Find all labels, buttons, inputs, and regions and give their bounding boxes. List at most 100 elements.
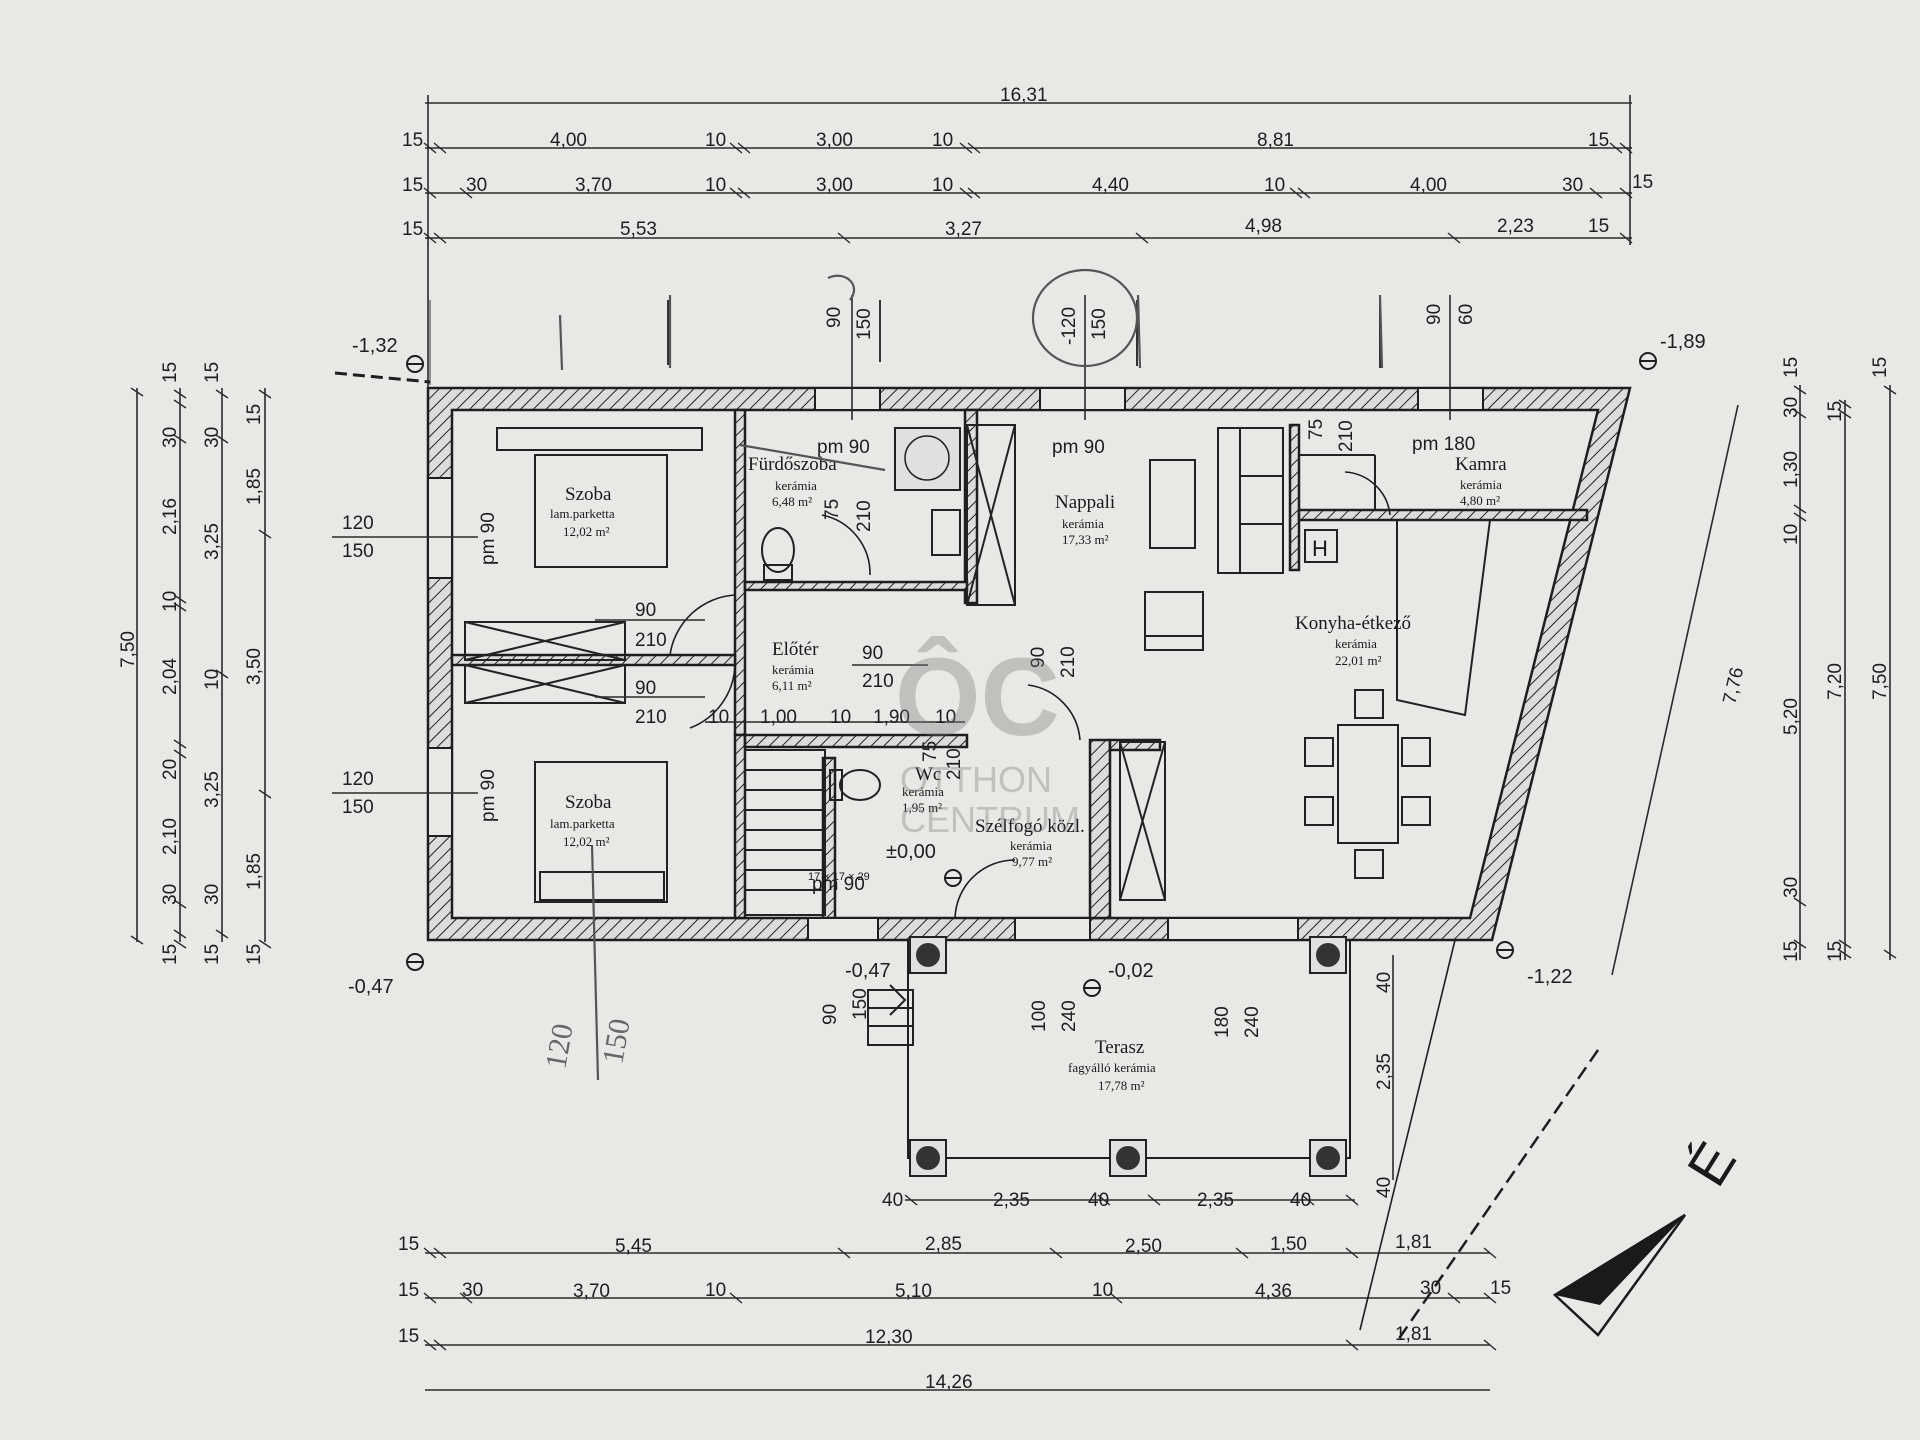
sink-icon [931, 509, 961, 556]
dim-right-a-3: 10 [1781, 524, 1802, 545]
pencil-note: 120 [539, 1021, 579, 1071]
room-szelfogo-area: 9,77 m² [1012, 854, 1052, 869]
dim-top-r3-9: 30 [1562, 175, 1583, 196]
dim-bot-r2-2: 3,70 [573, 1281, 610, 1302]
dim-left-x-4: 15 [244, 944, 265, 965]
dim-right-a-4: 5,20 [1781, 698, 1802, 735]
dim-terr-1: 2,35 [993, 1190, 1030, 1211]
toilet-icon [761, 527, 795, 573]
doors [669, 471, 1391, 919]
door-label: 210 [862, 671, 894, 692]
bed-1 [534, 454, 668, 568]
window-label: 150 [342, 797, 374, 818]
room-furdo-area: 6,48 m² [772, 494, 812, 509]
corridor-dim: 1,00 [760, 707, 797, 728]
parapet-label: pm 90 [812, 874, 865, 895]
dim-left-i-3: 10 [202, 669, 223, 690]
room-szelfogo-floor: kerámia [1010, 838, 1052, 853]
room-terasz-area: 17,78 m² [1098, 1078, 1145, 1093]
window-label: 60 [1456, 304, 1477, 325]
dim-left-m-8: 15 [160, 944, 181, 965]
dim-terr-3: 2,35 [1197, 1190, 1234, 1211]
dim-left-m-7: 30 [160, 884, 181, 905]
dim-top-r2-3: 3,00 [816, 130, 853, 151]
dim-top-r3-4: 3,00 [816, 175, 853, 196]
room-eloter-name: Előtér [772, 639, 819, 660]
room-szoba1-area: 12,02 m² [563, 524, 610, 539]
dim-left-x-3: 1,85 [244, 853, 265, 890]
dim-top-r3-2: 3,70 [575, 175, 612, 196]
dim-bot-r1-2: 2,85 [925, 1234, 962, 1255]
dim-top-r3-3: 10 [705, 175, 726, 196]
dim-top-r4-4: 2,23 [1497, 216, 1534, 237]
level-marker: -1,32 [352, 335, 398, 357]
dim-bot-r1-4: 1,50 [1270, 1234, 1307, 1255]
window-label: 150 [854, 308, 875, 340]
door-label: 75 [920, 741, 941, 762]
bed-2 [534, 761, 668, 903]
room-konyha-area: 22,01 m² [1335, 653, 1382, 668]
dim-bot-r2-3: 10 [705, 1280, 726, 1301]
door-label: 210 [635, 630, 667, 651]
dim-terr-4: 40 [1290, 1190, 1311, 1211]
dim-top-r3-6: 4,40 [1092, 175, 1129, 196]
dim-bot-total: 14,26 [925, 1372, 973, 1393]
dim-bot-r2-4: 5,10 [895, 1281, 932, 1302]
watermark-line2: CENTRUM [900, 799, 1080, 840]
window-label: 120 [342, 513, 374, 534]
dim-top-r3-10: 15 [1632, 172, 1653, 193]
room-szoba1-floor: lam.parketta [550, 506, 615, 521]
dim-top-r4-5: 15 [1588, 216, 1609, 237]
window-label: 150 [342, 541, 374, 562]
parapet-label: pm 90 [1052, 437, 1105, 458]
hall-wardrobe [966, 424, 1016, 606]
pencil-marks: 120 150 [539, 268, 1384, 1081]
dim-bot-r1-5: 1,81 [1395, 1232, 1432, 1253]
dim-left-i-4: 3,25 [202, 771, 223, 808]
shoe-cabinet [1119, 741, 1166, 901]
room-labels: Szoba lam.parketta 12,02 m² Szoba lam.pa… [550, 454, 1507, 1093]
hood-label: H [1312, 536, 1328, 561]
door-label: 75 [822, 499, 843, 520]
room-konyha-floor: kerámia [1335, 636, 1377, 651]
dim-left-x-0: 15 [244, 404, 265, 425]
ext-door-label: 240 [1059, 1000, 1080, 1032]
room-szoba2-name: Szoba [565, 792, 612, 813]
ext-door-label: 90 [820, 1004, 841, 1025]
dim-right-b-1: 7,20 [1825, 663, 1846, 700]
dim-terr-0: 40 [882, 1190, 903, 1211]
window-label: 150 [1089, 308, 1110, 340]
dim-right-a-2: 1,30 [1781, 451, 1802, 488]
windows [427, 387, 1484, 941]
dim-left-m-4: 2,04 [160, 658, 181, 695]
dim-bot-r2-8: 15 [1490, 1278, 1511, 1299]
bottom-dimensions: 40 2,35 40 2,35 40 15 5,45 2,85 2,50 1,5… [398, 1190, 1511, 1393]
dim-top-r3-8: 4,00 [1410, 175, 1447, 196]
room-furdo-floor: kerámia [775, 478, 817, 493]
door-label: 210 [854, 500, 875, 532]
watermark-line1: OTTHON [900, 759, 1052, 800]
room-szoba2-area: 12,02 m² [563, 834, 610, 849]
window-label: -120 [1059, 307, 1080, 345]
door-label: 210 [635, 707, 667, 728]
dim-left-i-2: 3,25 [202, 523, 223, 560]
room-terasz-floor: fagyálló kerámia [1068, 1060, 1156, 1075]
watermark-logo: ÔC OTTHON CENTRUM [895, 636, 1080, 840]
dim-top-r2-6: 15 [1588, 130, 1609, 151]
dim-top-r2-4: 10 [932, 130, 953, 151]
door-label: 75 [1306, 419, 1327, 440]
level-marker: -0,47 [845, 960, 891, 982]
room-nappali-floor: kerámia [1062, 516, 1104, 531]
dim-top-r3-1: 30 [466, 175, 487, 196]
watermark-mark: ÔC [895, 636, 1060, 759]
ext-door-label: 150 [850, 988, 871, 1020]
dim-bot-r2-1: 30 [462, 1280, 483, 1301]
room-wc-name: Wc [915, 764, 941, 785]
dim-bot-r2-6: 4,36 [1255, 1281, 1292, 1302]
dining-table [1337, 724, 1399, 844]
dim-bot-r2-0: 15 [398, 1280, 419, 1301]
top-dimensions: 16,31 15 4,00 10 3,00 10 8,81 15 15 30 3… [402, 85, 1653, 395]
dim-bot-r1-1: 5,45 [615, 1236, 652, 1257]
corridor-dim: 10 [708, 707, 729, 728]
dim-left-x-1: 1,85 [244, 468, 265, 505]
